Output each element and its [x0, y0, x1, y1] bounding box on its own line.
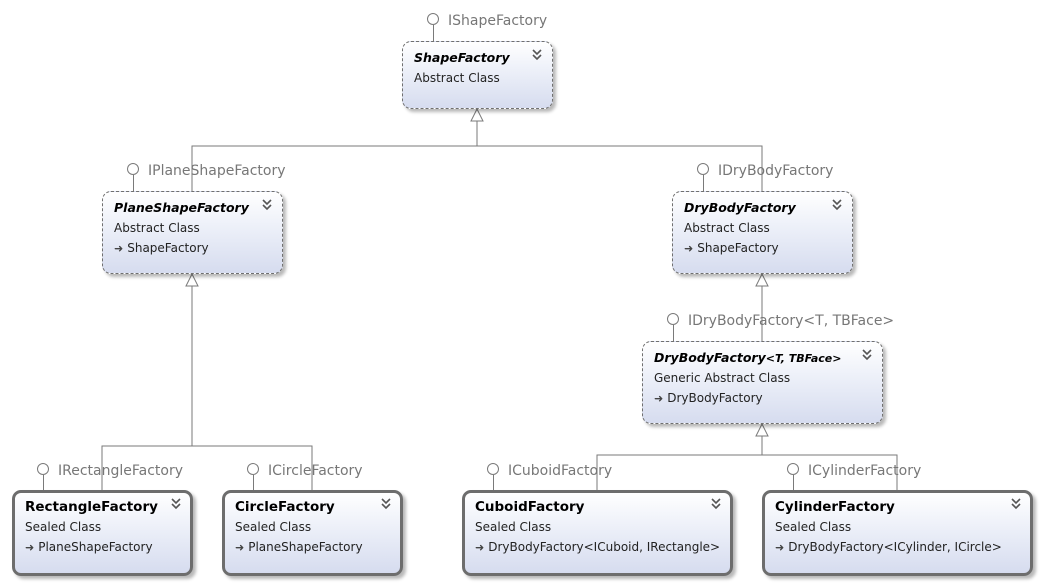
class-name: PlaneShapeFactory — [114, 200, 249, 215]
class-kind: Sealed Class — [775, 520, 852, 534]
interface-label-idrybodyfactory: IDryBodyFactory — [718, 163, 834, 179]
inheritance-arrowhead-icon — [755, 272, 769, 287]
class-name: DryBodyFactory — [684, 200, 796, 215]
interface-stem — [493, 475, 494, 491]
class-name: RectangleFactory — [25, 499, 158, 515]
double-chevron-down-icon[interactable] — [830, 197, 844, 211]
lollipop-interface-icon — [697, 163, 709, 175]
interface-stem — [673, 325, 674, 342]
interface-stem — [133, 175, 134, 192]
base-class-row: ➜ShapeFactory — [684, 241, 779, 255]
interface-stem — [433, 25, 434, 42]
class-name: CuboidFactory — [475, 499, 585, 515]
base-class-row: ➜PlaneShapeFactory — [25, 540, 153, 554]
connector-plane-children — [101, 445, 313, 490]
lollipop-interface-icon — [427, 13, 439, 25]
double-chevron-down-icon[interactable] — [169, 496, 183, 510]
interface-label-idrybodyfactory-generic: IDryBodyFactory<T, TBFace> — [688, 313, 895, 329]
interface-stem — [793, 475, 794, 491]
interface-label-icylinderfactory: ICylinderFactory — [808, 463, 922, 479]
interface-label-icirclefactory: ICircleFactory — [268, 463, 363, 479]
class-name-generic-params: <T, TBFace> — [765, 352, 842, 365]
double-chevron-down-icon[interactable] — [379, 496, 393, 510]
class-name: CylinderFactory — [775, 499, 895, 515]
class-kind: Sealed Class — [235, 520, 312, 534]
double-chevron-down-icon[interactable] — [709, 496, 723, 510]
base-class-row: ➜DryBodyFactory<ICylinder, ICircle> — [775, 540, 1002, 554]
inherits-arrow-icon: ➜ — [114, 242, 124, 255]
interface-stem — [703, 175, 704, 192]
interface-label-iplaneshapefactory: IPlaneShapeFactory — [148, 163, 286, 179]
double-chevron-down-icon[interactable] — [260, 197, 274, 211]
base-class-row: ➜ShapeFactory — [114, 241, 209, 255]
base-class-row: ➜DryBodyFactory — [654, 391, 763, 405]
lollipop-interface-icon — [787, 463, 799, 475]
interface-stem — [43, 475, 44, 491]
class-drybodyfactory[interactable]: DryBodyFactory Abstract Class ➜ShapeFact… — [672, 191, 853, 274]
inheritance-arrowhead-icon — [185, 272, 199, 287]
connector-drybody-children — [596, 454, 898, 490]
inherits-arrow-icon: ➜ — [654, 392, 664, 405]
lollipop-interface-icon — [127, 163, 139, 175]
interface-label-icuboidfactory: ICuboidFactory — [508, 463, 613, 479]
base-class-row: ➜DryBodyFactory<ICuboid, IRectangle> — [475, 540, 720, 554]
class-circlefactory[interactable]: CircleFactory Sealed Class ➜PlaneShapeFa… — [222, 490, 403, 576]
class-kind: Abstract Class — [414, 71, 500, 85]
lollipop-interface-icon — [667, 313, 679, 325]
lollipop-interface-icon — [37, 463, 49, 475]
base-class-name: PlaneShapeFactory — [38, 540, 153, 554]
base-class-name: PlaneShapeFactory — [248, 540, 363, 554]
inheritance-arrowhead-icon — [755, 422, 769, 437]
base-class-name: ShapeFactory — [127, 241, 209, 255]
class-name-main: DryBodyFactory — [654, 350, 766, 365]
class-kind: Sealed Class — [475, 520, 552, 534]
base-class-row: ➜PlaneShapeFactory — [235, 540, 363, 554]
interface-label-irectanglefactory: IRectangleFactory — [58, 463, 184, 479]
double-chevron-down-icon[interactable] — [530, 47, 544, 61]
class-rectanglefactory[interactable]: RectangleFactory Sealed Class ➜PlaneShap… — [12, 490, 193, 576]
class-planeshapefactory[interactable]: PlaneShapeFactory Abstract Class ➜ShapeF… — [102, 191, 283, 274]
inherits-arrow-icon: ➜ — [25, 541, 35, 554]
inherits-arrow-icon: ➜ — [684, 242, 694, 255]
interface-stem — [253, 475, 254, 491]
inherits-arrow-icon: ➜ — [775, 541, 785, 554]
interface-label-ishapefactory: IShapeFactory — [448, 13, 548, 29]
class-kind: Generic Abstract Class — [654, 371, 791, 385]
base-class-name: DryBodyFactory<ICuboid, IRectangle> — [488, 540, 721, 554]
class-name: CircleFactory — [235, 499, 335, 515]
lollipop-interface-icon — [487, 463, 499, 475]
class-kind: Sealed Class — [25, 520, 102, 534]
double-chevron-down-icon[interactable] — [1009, 496, 1023, 510]
base-class-name: ShapeFactory — [697, 241, 779, 255]
lollipop-interface-icon — [247, 463, 259, 475]
base-class-name: DryBodyFactory<ICylinder, ICircle> — [788, 540, 1002, 554]
double-chevron-down-icon[interactable] — [860, 347, 874, 361]
class-cuboidfactory[interactable]: CuboidFactory Sealed Class ➜DryBodyFacto… — [462, 490, 733, 576]
inherits-arrow-icon: ➜ — [235, 541, 245, 554]
inherits-arrow-icon: ➜ — [475, 541, 485, 554]
class-name: DryBodyFactory<T, TBFace> — [654, 350, 841, 365]
class-name: ShapeFactory — [414, 50, 510, 65]
inheritance-arrowhead-icon — [470, 107, 484, 122]
class-drybodyfactory-generic[interactable]: DryBodyFactory<T, TBFace> Generic Abstra… — [642, 341, 883, 424]
class-kind: Abstract Class — [684, 221, 770, 235]
base-class-name: DryBodyFactory — [667, 391, 763, 405]
class-kind: Abstract Class — [114, 221, 200, 235]
class-shapefactory[interactable]: ShapeFactory Abstract Class — [402, 41, 553, 109]
class-cylinderfactory[interactable]: CylinderFactory Sealed Class ➜DryBodyFac… — [762, 490, 1033, 576]
